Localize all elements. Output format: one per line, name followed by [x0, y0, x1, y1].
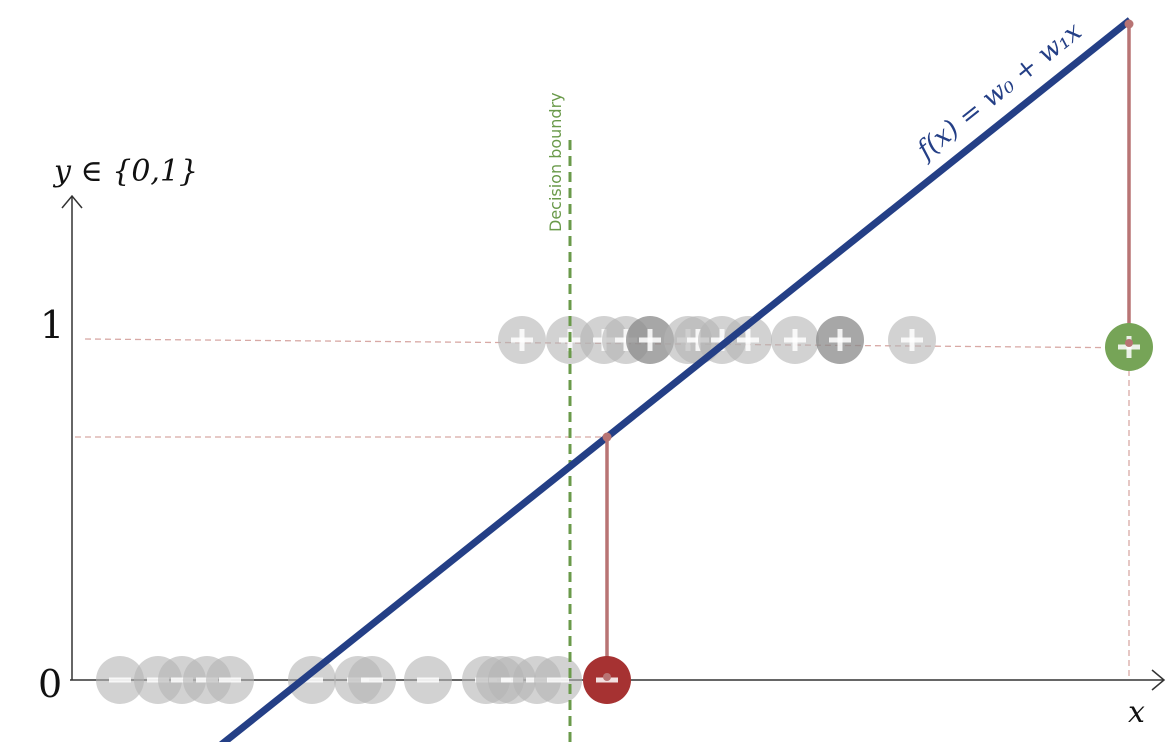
- negative-point-8-minus-bar: [417, 677, 439, 683]
- positive-point-8-plus-bar: [745, 329, 751, 351]
- negative-point-5-minus-bar: [301, 677, 323, 683]
- data-points: [96, 316, 936, 704]
- positive-point-10-plus-bar: [837, 329, 843, 351]
- highlight-negative-dot: [603, 673, 611, 681]
- regression-line-label: f(x) = w₀ + w₁x: [910, 16, 1088, 166]
- negative-point-0-minus-bar: [109, 677, 131, 683]
- positive-point-0: [498, 316, 546, 364]
- negative-point-5: [288, 656, 336, 704]
- x-axis-label: x: [1128, 695, 1145, 730]
- residual-positive-dot: [1124, 19, 1134, 29]
- positive-point-4: [626, 316, 674, 364]
- negative-point-8: [404, 656, 452, 704]
- y-axis-arrow: [61, 194, 83, 209]
- negative-point-13-minus-bar: [547, 677, 569, 683]
- positive-point-9-plus-bar: [792, 329, 798, 351]
- guide-lines: [75, 338, 1151, 678]
- positive-point-10: [816, 316, 864, 364]
- y-axis-label: y ∈ {0,1}: [52, 154, 198, 189]
- negative-point-13: [534, 656, 582, 704]
- regression-line: [218, 17, 1133, 742]
- highlighted-points: [583, 323, 1153, 704]
- positive-point-7-plus-bar: [719, 329, 725, 351]
- residuals: [602, 19, 1134, 680]
- highlight-positive-dot: [1125, 339, 1133, 347]
- residual-negative-dot: [602, 432, 612, 442]
- positive-point-0-plus-bar: [519, 329, 525, 351]
- positive-point-4-plus-bar: [647, 329, 653, 351]
- negative-point-7: [348, 656, 396, 704]
- negative-point-7-minus-bar: [361, 677, 383, 683]
- negative-point-4-minus-bar: [219, 677, 241, 683]
- positive-point-8: [724, 316, 772, 364]
- decision-boundary-label: Decision boundry: [546, 92, 565, 232]
- y-tick-0: 0: [38, 662, 62, 706]
- negative-point-4: [206, 656, 254, 704]
- positive-point-11: [888, 316, 936, 364]
- x-axis-arrow: [1151, 669, 1166, 691]
- positive-point-11-plus-bar: [909, 329, 915, 351]
- positive-point-9: [771, 316, 819, 364]
- y-tick-1: 1: [40, 303, 64, 347]
- negative-point-0: [96, 656, 144, 704]
- negative-point-11-minus-bar: [501, 677, 523, 683]
- negative-point-2-minus-bar: [171, 677, 193, 683]
